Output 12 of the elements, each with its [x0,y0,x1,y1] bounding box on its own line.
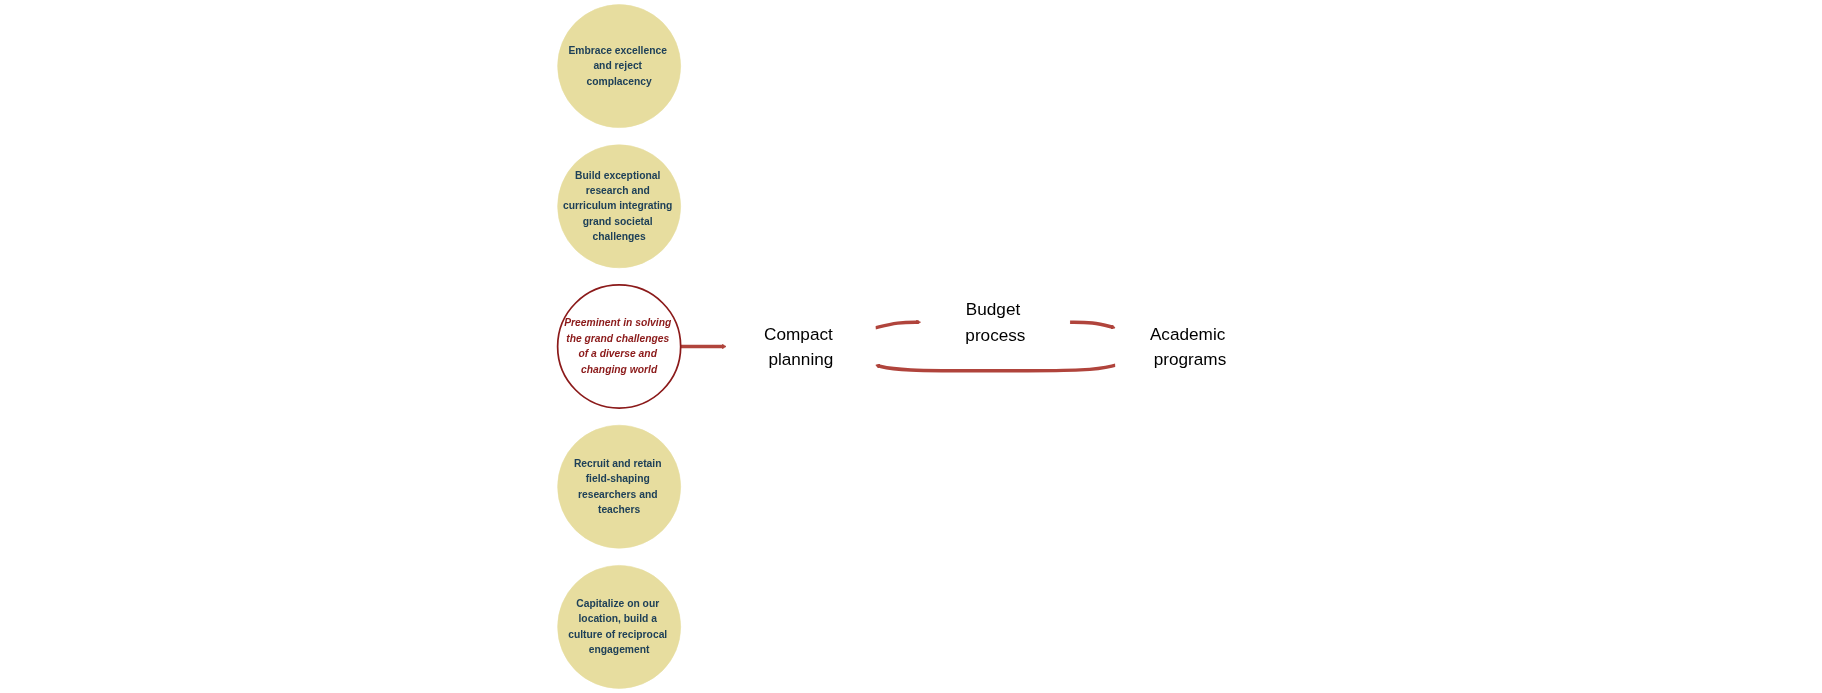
node-circle: Capitalize on our location, build a culture of reciprocal engagement [557,565,681,689]
arrow [874,319,922,330]
node-text: Budget process [965,299,1026,345]
node-circle: Build exceptional research and curriculum integrating grand societal challenges [557,144,681,269]
node-text: Academic programs [1149,324,1227,369]
arrow [875,363,1116,373]
node-circle: Preeminent in solving the grand challenges of a diverse and changing world [556,284,682,409]
arrow [1069,320,1116,330]
node-circle: Recruit and retain field-shaping researchers and teachers [557,424,681,549]
node-circle: Embrace excellence and reject complacency [557,4,681,128]
arrow [680,344,727,349]
node-text: Compact planning [764,324,834,369]
